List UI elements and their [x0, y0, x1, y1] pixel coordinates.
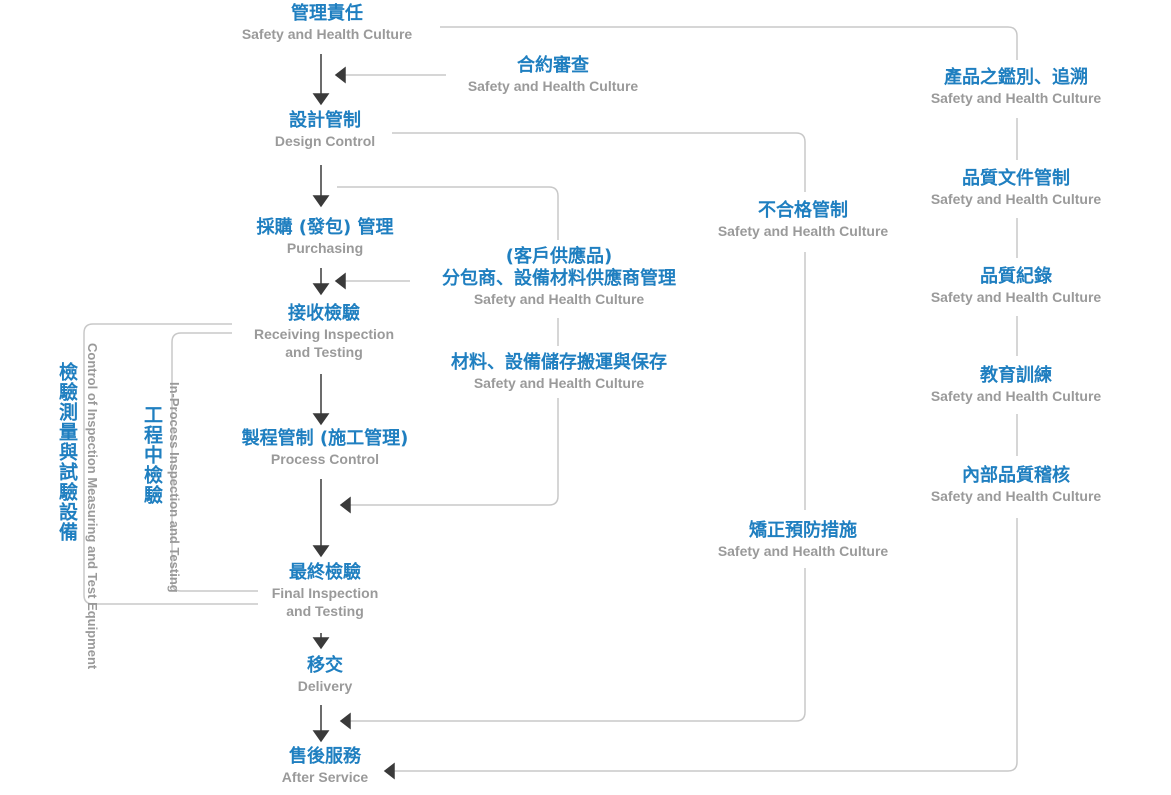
arrow-left-supplier	[334, 272, 346, 290]
node-receiving-subtitle-2: and Testing	[285, 344, 363, 360]
node-corrective-title: 矯正預防措施	[749, 520, 857, 541]
label-inprocess-zh: 工程中檢驗	[141, 405, 163, 505]
node-final-subtitle-1: Final Inspection	[271, 585, 379, 601]
label-inprocess-en: In-Process Inspection and Testing	[165, 382, 183, 593]
node-purchasing: 採購 (發包) 管理 Purchasing	[257, 217, 394, 257]
node-design-subtitle: Design Control	[274, 133, 376, 149]
bracket-inprocess	[171, 332, 258, 592]
arrow-left-contract	[334, 66, 346, 84]
node-design-title: 設計管制	[289, 110, 361, 131]
arrow-left-corrective	[339, 712, 351, 730]
node-supplier: (客戶供應品) 分包商、設備材料供應商管理 Safety and Health …	[442, 246, 676, 308]
node-final: 最終檢驗 Final Inspection and Testing	[272, 562, 379, 620]
node-right-documents: 品質文件管制 Safety and Health Culture	[931, 168, 1101, 208]
node-contract-title: 合約審查	[517, 55, 589, 76]
arrow-down-5	[312, 545, 330, 558]
node-process-subtitle: Process Control	[270, 451, 380, 467]
node-right-audit-title: 內部品質稽核	[962, 465, 1070, 486]
label-equipment-zh: 檢驗測量與試驗設備	[56, 362, 78, 542]
node-nonconform-subtitle: Safety and Health Culture	[717, 223, 889, 239]
connector-storage-process	[350, 398, 559, 506]
label-equipment-en-1: Control of Inspection Measuring	[85, 343, 100, 543]
node-right-documents-title: 品質文件管制	[962, 168, 1070, 189]
node-contract-subtitle: Safety and Health Culture	[467, 78, 639, 94]
node-design: 設計管制 Design Control	[275, 110, 375, 150]
connector-design-nonconform	[392, 132, 806, 192]
node-right-records-title: 品質紀錄	[980, 266, 1052, 287]
node-right-identification-title: 產品之鑑別、追溯	[944, 67, 1088, 88]
node-corrective: 矯正預防措施 Safety and Health Culture	[718, 520, 888, 560]
arrow-down-2	[312, 195, 330, 208]
label-inprocess-en-1: In-Process Inspection	[167, 382, 182, 518]
arrow-down-1	[312, 93, 330, 106]
node-delivery: 移交 Delivery	[298, 655, 352, 695]
connector-management-right	[440, 26, 1018, 60]
node-service-title: 售後服務	[288, 746, 361, 767]
connector-right-to-service	[394, 518, 1018, 772]
node-receiving-title: 接收檢驗	[287, 303, 360, 324]
node-supplier-title-1: (客戶供應品)	[505, 246, 613, 267]
node-supplier-title-2: 分包商、設備材料供應商管理	[442, 268, 676, 289]
node-nonconform: 不合格管制 Safety and Health Culture	[718, 200, 888, 240]
node-management-subtitle: Safety and Health Culture	[241, 26, 413, 42]
node-final-subtitle-2: and Testing	[286, 603, 364, 619]
node-service: 售後服務 After Service	[282, 746, 368, 786]
node-right-records-subtitle: Safety and Health Culture	[930, 289, 1102, 305]
node-right-identification-subtitle: Safety and Health Culture	[930, 90, 1102, 106]
node-storage-title: 材料、設備儲存搬運與保存	[451, 352, 667, 373]
node-contract: 合約審查 Safety and Health Culture	[468, 55, 638, 95]
node-storage-subtitle: Safety and Health Culture	[473, 375, 645, 391]
node-right-training: 教育訓練 Safety and Health Culture	[931, 365, 1101, 405]
node-receiving-subtitle-1: Receiving Inspection	[253, 326, 395, 342]
node-right-records: 品質紀錄 Safety and Health Culture	[931, 266, 1101, 306]
node-right-training-title: 教育訓練	[980, 365, 1052, 386]
node-delivery-subtitle: Delivery	[297, 678, 353, 694]
connector-supplier-loop	[337, 186, 559, 240]
node-storage: 材料、設備儲存搬運與保存 Safety and Health Culture	[451, 352, 667, 392]
node-process-title: 製程管制 (施工管理)	[241, 428, 409, 449]
label-inprocess-en-2: and Testing	[167, 520, 182, 593]
node-right-identification: 產品之鑑別、追溯 Safety and Health Culture	[931, 67, 1101, 107]
arrow-down-7	[312, 730, 330, 743]
node-purchasing-subtitle: Purchasing	[286, 240, 364, 256]
node-receiving: 接收檢驗 Receiving Inspection and Testing	[254, 303, 394, 361]
node-nonconform-title: 不合格管制	[758, 200, 848, 221]
node-supplier-subtitle: Safety and Health Culture	[473, 291, 645, 307]
node-process: 製程管制 (施工管理) Process Control	[242, 428, 409, 468]
arrow-down-6	[312, 637, 330, 650]
node-final-title: 最終檢驗	[288, 562, 361, 583]
node-management-title: 管理責任	[291, 3, 363, 24]
node-service-subtitle: After Service	[281, 769, 369, 785]
node-corrective-subtitle: Safety and Health Culture	[717, 543, 889, 559]
node-right-training-subtitle: Safety and Health Culture	[930, 388, 1102, 404]
bracket-equipment	[83, 323, 258, 605]
node-right-documents-subtitle: Safety and Health Culture	[930, 191, 1102, 207]
arrow-down-4	[312, 413, 330, 426]
node-management: 管理責任 Safety and Health Culture	[242, 3, 412, 43]
arrow-left-service	[383, 762, 395, 780]
node-right-audit-subtitle: Safety and Health Culture	[930, 488, 1102, 504]
label-equipment-en-2: and Test Equipment	[85, 545, 100, 670]
arrow-left-storage	[339, 496, 351, 514]
node-delivery-title: 移交	[306, 655, 343, 676]
label-equipment-en: Control of Inspection Measuring and Test…	[83, 343, 101, 669]
node-purchasing-title: 採購 (發包) 管理	[256, 217, 394, 238]
node-right-audit: 內部品質稽核 Safety and Health Culture	[931, 465, 1101, 505]
connector-corrective-service	[350, 568, 806, 722]
arrow-down-3	[312, 283, 330, 296]
